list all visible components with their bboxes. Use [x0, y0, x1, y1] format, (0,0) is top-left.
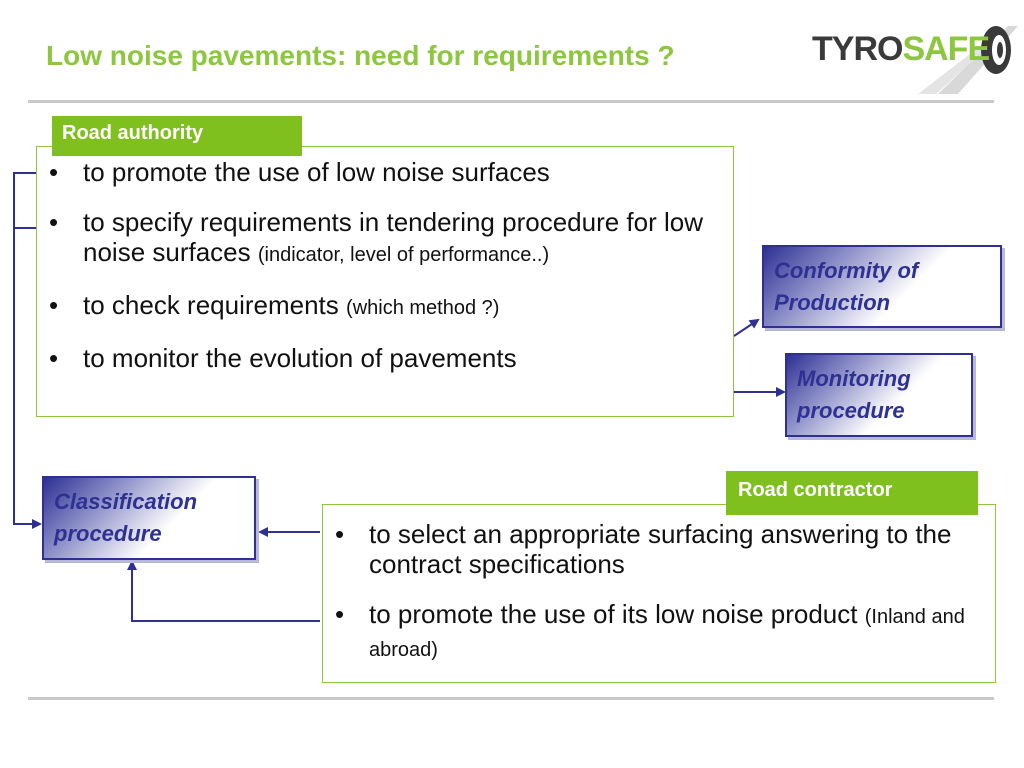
item-note: (Inland and abroad): [369, 606, 965, 661]
list-item: to select an appropriate surfacing answe…: [323, 519, 983, 579]
footer-divider: [28, 697, 994, 700]
road-contractor-box: to select an appropriate surfacing answe…: [322, 504, 996, 683]
item-note: (indicator, level of performance..): [257, 244, 550, 266]
logo-wordmark: TYROSAFE: [812, 30, 990, 69]
road-contractor-label: Road contractor: [726, 471, 978, 515]
road-authority-box: to promote the use of low noise surfaces…: [36, 146, 734, 417]
check-to-conformity-arrow: [733, 318, 760, 337]
logo-tyro: TYRO: [812, 30, 903, 68]
list-item: to promote the use of low noise surfaces: [37, 157, 721, 187]
road-contractor-list: to select an appropriate surfacing answe…: [323, 519, 983, 665]
item-text: to check requirements: [83, 290, 339, 320]
promote-to-classification-arrow: [127, 560, 320, 622]
item-note: (which method ?): [346, 297, 500, 319]
header-divider: [28, 100, 994, 103]
monitoring-procedure-box: Monitoring procedure: [785, 353, 973, 437]
list-item: to specify requirements in tendering pro…: [37, 207, 721, 270]
logo-road-graphic: [918, 26, 1018, 94]
classification-label: Classification procedure: [54, 489, 198, 546]
road-authority-label: Road authority: [52, 116, 302, 156]
road-authority-list: to promote the use of low noise surfaces…: [37, 157, 721, 373]
list-item: to promote the use of its low noise prod…: [323, 599, 983, 665]
tyrosafe-logo: TYROSAFE: [808, 16, 1018, 96]
item-text: to specify requirements in tendering pro…: [83, 207, 703, 267]
conformity-label: Conformity of Production: [774, 258, 919, 315]
classification-procedure-box: Classification procedure: [42, 476, 256, 560]
authority-to-classification-arrow: [13, 172, 42, 529]
logo-safe: SAFE: [902, 30, 990, 68]
monitoring-label: Monitoring procedure: [797, 366, 911, 423]
slide-title: Low noise pavements: need for requiremen…: [46, 40, 675, 71]
item-text: to promote the use of its low noise prod…: [369, 599, 858, 629]
conformity-of-production-box: Conformity of Production: [762, 245, 1002, 328]
item-text: to select an appropriate surfacing answe…: [369, 519, 952, 579]
item-text: to monitor the evolution of pavements: [83, 343, 517, 373]
item-text: to promote the use of low noise surfaces: [83, 157, 550, 187]
list-item: to check requirements (which method ?): [37, 290, 721, 323]
list-item: to monitor the evolution of pavements: [37, 343, 721, 373]
